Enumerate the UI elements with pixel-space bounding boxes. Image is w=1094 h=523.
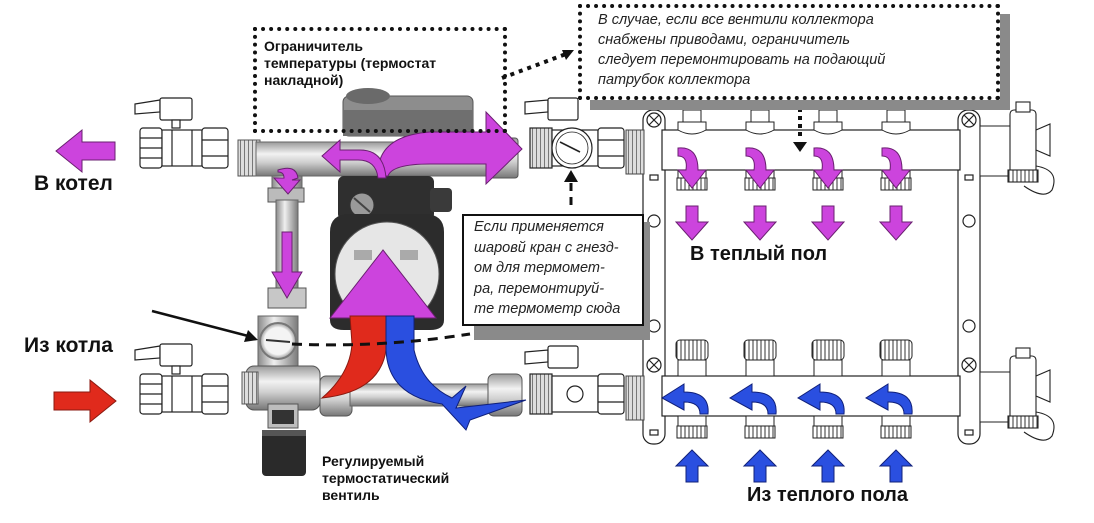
supply-curved-arrow <box>812 147 844 189</box>
return-outlet-thread <box>880 425 912 439</box>
label-to-floor: В теплый пол <box>690 243 828 265</box>
dashed-connector-thermometer <box>291 332 471 347</box>
return-up-arrow <box>810 449 846 483</box>
arrow-cold-into-pump <box>385 315 527 431</box>
dotted-connector-manifold <box>793 100 807 152</box>
callout-relocate-line: В случае, если все вентили коллектора <box>598 12 874 28</box>
callout-limiter-line: Ограничитель <box>264 38 363 54</box>
label-thermo-valve: Регулируемый термостатический вентиль <box>322 453 492 504</box>
supply-valve-cap <box>818 109 838 123</box>
return-up-arrow <box>878 449 914 483</box>
supply-curved-arrow <box>744 147 776 189</box>
overlay-thermostat <box>342 88 474 137</box>
supply-valve-cap <box>886 109 906 123</box>
return-curved-arrow <box>865 383 913 415</box>
return-up-arrow <box>674 449 710 483</box>
label-thermo-valve-line: термостатический <box>322 470 450 486</box>
ball-valve-return-line <box>524 345 625 415</box>
supply-valve-base <box>745 121 775 135</box>
callout-limiter-text: Ограничитель температуры (термостат накл… <box>264 38 494 89</box>
arrow-to-boiler <box>55 128 116 174</box>
callout-relocate-line: снабжены приводами, ограничитель <box>598 32 850 48</box>
callout-limiter-box <box>253 27 507 133</box>
callout-limiter-line: температуры (термостат <box>264 55 437 71</box>
label-from-floor: Из теплого пола <box>747 484 908 506</box>
supply-valve-base <box>813 121 843 135</box>
supply-down-arrow <box>674 205 710 241</box>
callout-relocate-line: следует перемонтировать на подающий <box>598 52 886 68</box>
supply-down-arrow <box>878 205 914 241</box>
air-vent-drain-lower <box>1007 347 1055 441</box>
pointer-thermometer <box>151 309 258 342</box>
callout-relocate-box <box>578 4 1000 100</box>
supply-curved-arrow <box>676 147 708 189</box>
return-valve-body <box>677 359 707 377</box>
label-from-boiler: Из котла <box>24 334 113 357</box>
callout-limiter-line: накладной) <box>264 72 344 88</box>
return-outlet-thread <box>676 425 708 439</box>
return-valve-body <box>745 359 775 377</box>
dashed-connector-to-ball-valve <box>564 170 578 205</box>
return-valve-handwheel <box>675 339 709 361</box>
arrow-hot-into-pump <box>320 315 387 399</box>
supply-curved-arrow <box>880 147 912 189</box>
dotted-connector-limiter <box>501 50 574 80</box>
callout-thermometer-box <box>462 214 644 326</box>
arrow-bypass-down <box>271 167 303 300</box>
callout-relocate-line: патрубок коллектора <box>598 72 751 88</box>
return-outlet-thread <box>812 425 844 439</box>
arrow-pump-bypass <box>321 138 387 179</box>
return-outlet-nut <box>881 415 911 427</box>
floor-flow-arrows <box>661 147 914 483</box>
label-thermo-valve-line: Регулируемый <box>322 453 425 469</box>
supply-down-arrow <box>810 205 846 241</box>
supply-manifold <box>625 125 1011 177</box>
callout-thermometer-line: Если применяется <box>474 219 604 235</box>
return-curved-arrow <box>797 383 845 415</box>
return-up-arrow <box>742 449 778 483</box>
return-valve-handwheel <box>879 339 913 361</box>
ball-valve-from-boiler <box>134 343 229 415</box>
return-valve-body <box>881 359 911 377</box>
return-curved-arrow <box>729 383 777 415</box>
arrow-from-boiler <box>53 378 117 424</box>
callout-thermometer-line: те термометр сюда <box>474 301 621 317</box>
air-vent-drain-upper <box>1007 101 1055 195</box>
return-valve-body <box>813 359 843 377</box>
supply-down-arrow <box>742 205 778 241</box>
return-outlet-thread <box>744 425 776 439</box>
callout-relocate-text: В случае, если все вентили коллектора сн… <box>598 10 988 90</box>
callout-thermometer-line: шаровй кран с гнезд- <box>474 239 619 256</box>
ball-valve-thermometer <box>524 97 625 169</box>
thermometer-mixing <box>259 322 297 360</box>
supply-valve-cap <box>750 109 770 123</box>
return-outlet-nut <box>745 415 775 427</box>
label-thermo-valve-line: вентиль <box>322 487 380 503</box>
callout-thermometer-line: ом для термомет- <box>474 260 605 276</box>
manifold-brackets <box>642 109 981 445</box>
return-curved-arrow <box>661 383 709 415</box>
return-outlet-nut <box>677 415 707 427</box>
callout-thermometer-text: Если применяется шаровй кран с гнезд- ом… <box>474 217 644 320</box>
return-outlet-nut <box>813 415 843 427</box>
manifold-outlets <box>675 109 913 439</box>
label-to-boiler: В котел <box>34 172 113 195</box>
callout-thermometer-line: ра, перемонтируй- <box>474 280 605 297</box>
thermostatic-mixing-valve <box>262 430 306 476</box>
supply-valve-base <box>881 121 911 135</box>
supply-valve-base <box>677 121 707 135</box>
return-valve-handwheel <box>743 339 777 361</box>
ball-valve-return-to-boiler <box>134 97 229 169</box>
return-valve-handwheel <box>811 339 845 361</box>
supply-valve-cap <box>682 109 702 123</box>
